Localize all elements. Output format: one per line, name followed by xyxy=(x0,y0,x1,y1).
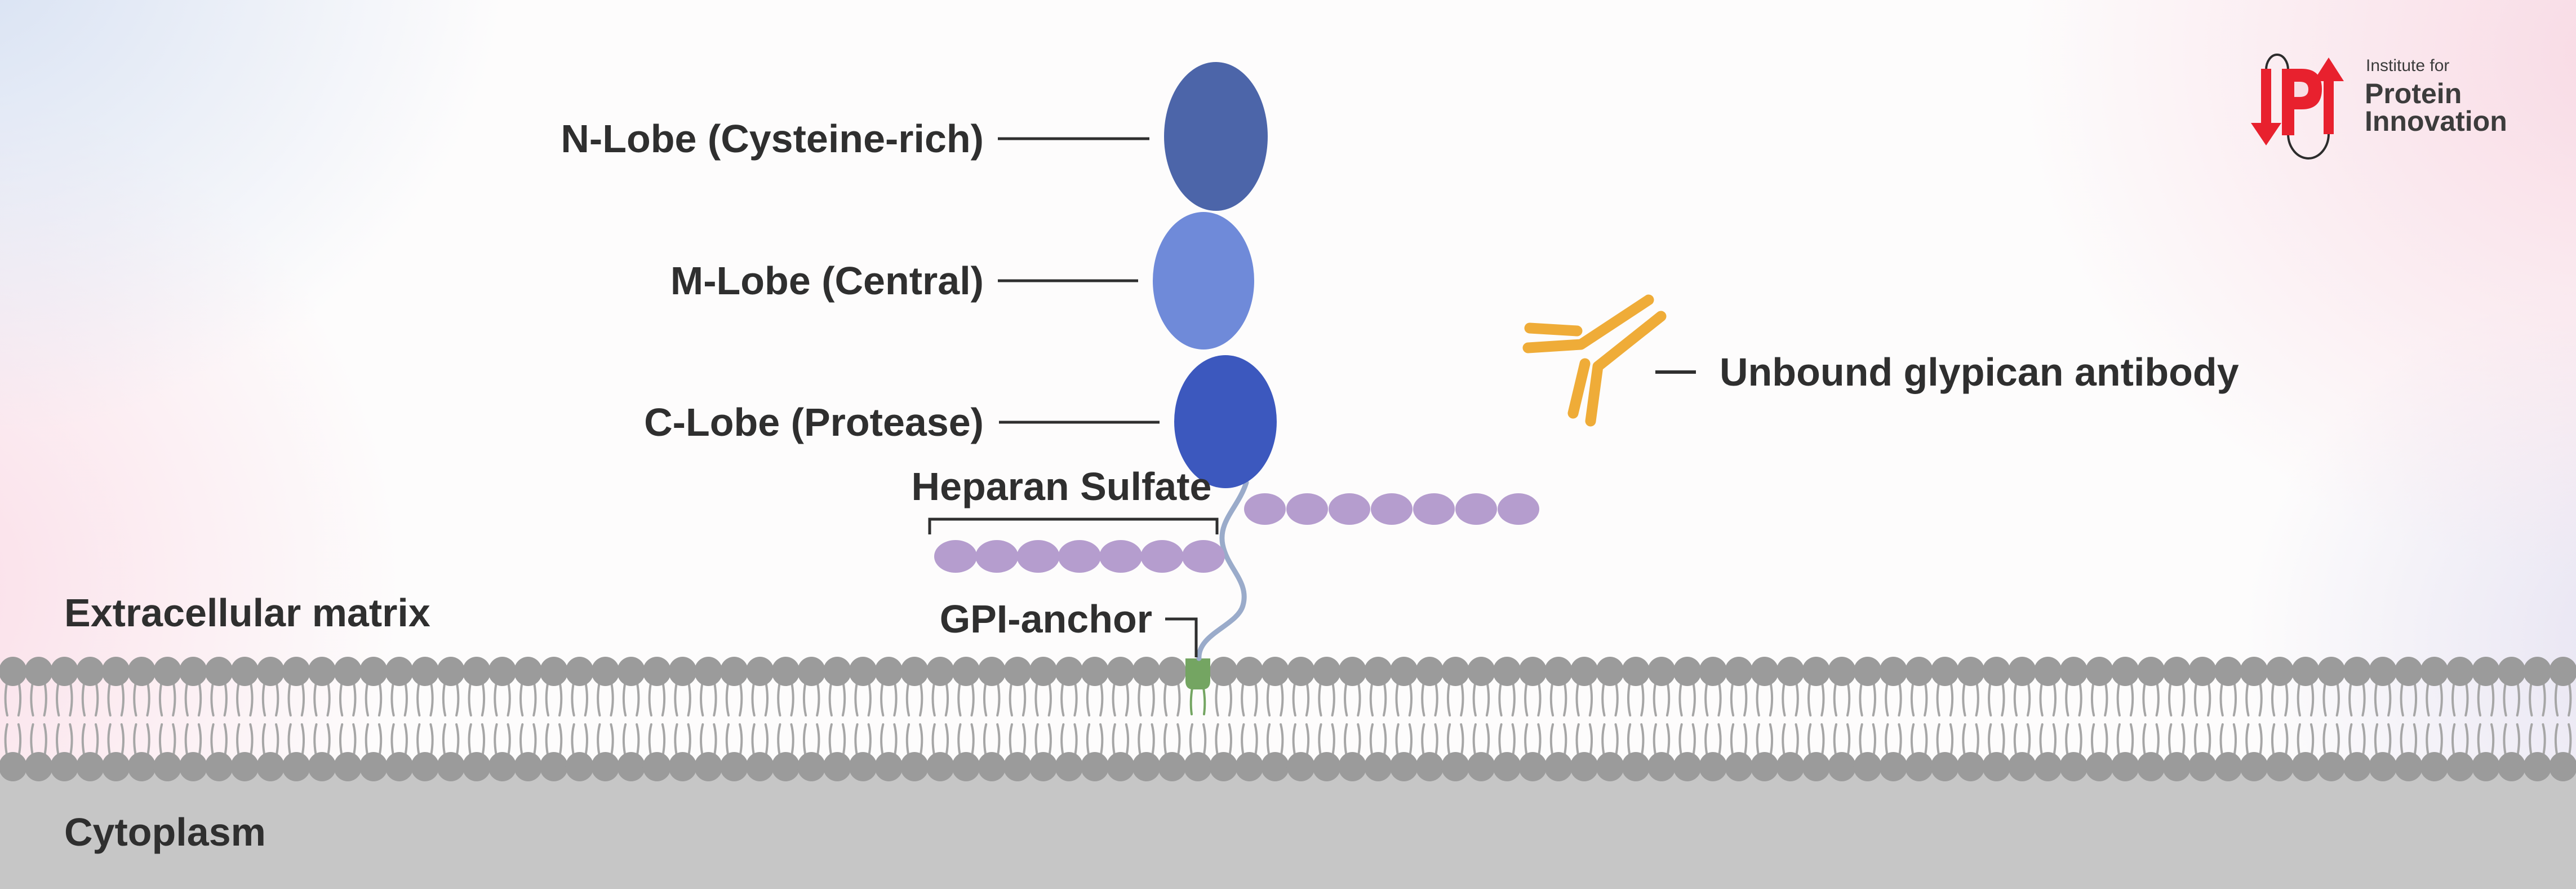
m-lobe-shape xyxy=(1153,212,1254,350)
cytoplasm-label: Cytoplasm xyxy=(64,810,266,854)
logo-down-arrow-icon xyxy=(2251,69,2281,145)
cytoplasm-region xyxy=(0,773,2576,889)
logo-up-arrow-icon xyxy=(2313,58,2344,134)
n-lobe-label: N-Lobe (Cysteine-rich) xyxy=(561,117,984,161)
lipid-bilayer-membrane xyxy=(0,657,2576,781)
logo-innovation: Innovation xyxy=(2365,105,2507,137)
antibody-icon xyxy=(1522,294,1667,427)
gpi-anchor-shape xyxy=(1185,658,1210,715)
gpi-anchor-label: GPI-anchor xyxy=(939,597,1152,641)
glypican-stalk xyxy=(1196,480,1249,661)
m-lobe-label: M-Lobe (Central) xyxy=(670,259,984,303)
c-lobe-shape xyxy=(1174,355,1277,488)
leader-lines xyxy=(928,137,1696,657)
heparan-bracket xyxy=(928,518,1219,534)
glypican-core-protein xyxy=(1153,62,1277,488)
antibody-label: Unbound glypican antibody xyxy=(1720,350,2239,394)
logo-institute-for: Institute for xyxy=(2366,56,2450,75)
n-lobe-shape xyxy=(1164,62,1268,211)
logo-protein: Protein xyxy=(2365,78,2462,109)
heparan-sulfate-label: Heparan Sulfate xyxy=(911,465,1212,508)
gpi-leader-elbow xyxy=(1165,617,1198,657)
extracellular-matrix-label: Extracellular matrix xyxy=(64,591,430,635)
ipi-logo-mark xyxy=(2251,54,2344,160)
c-lobe-label: C-Lobe (Protease) xyxy=(644,400,984,444)
heparan-sulfate-chains xyxy=(934,493,1539,573)
